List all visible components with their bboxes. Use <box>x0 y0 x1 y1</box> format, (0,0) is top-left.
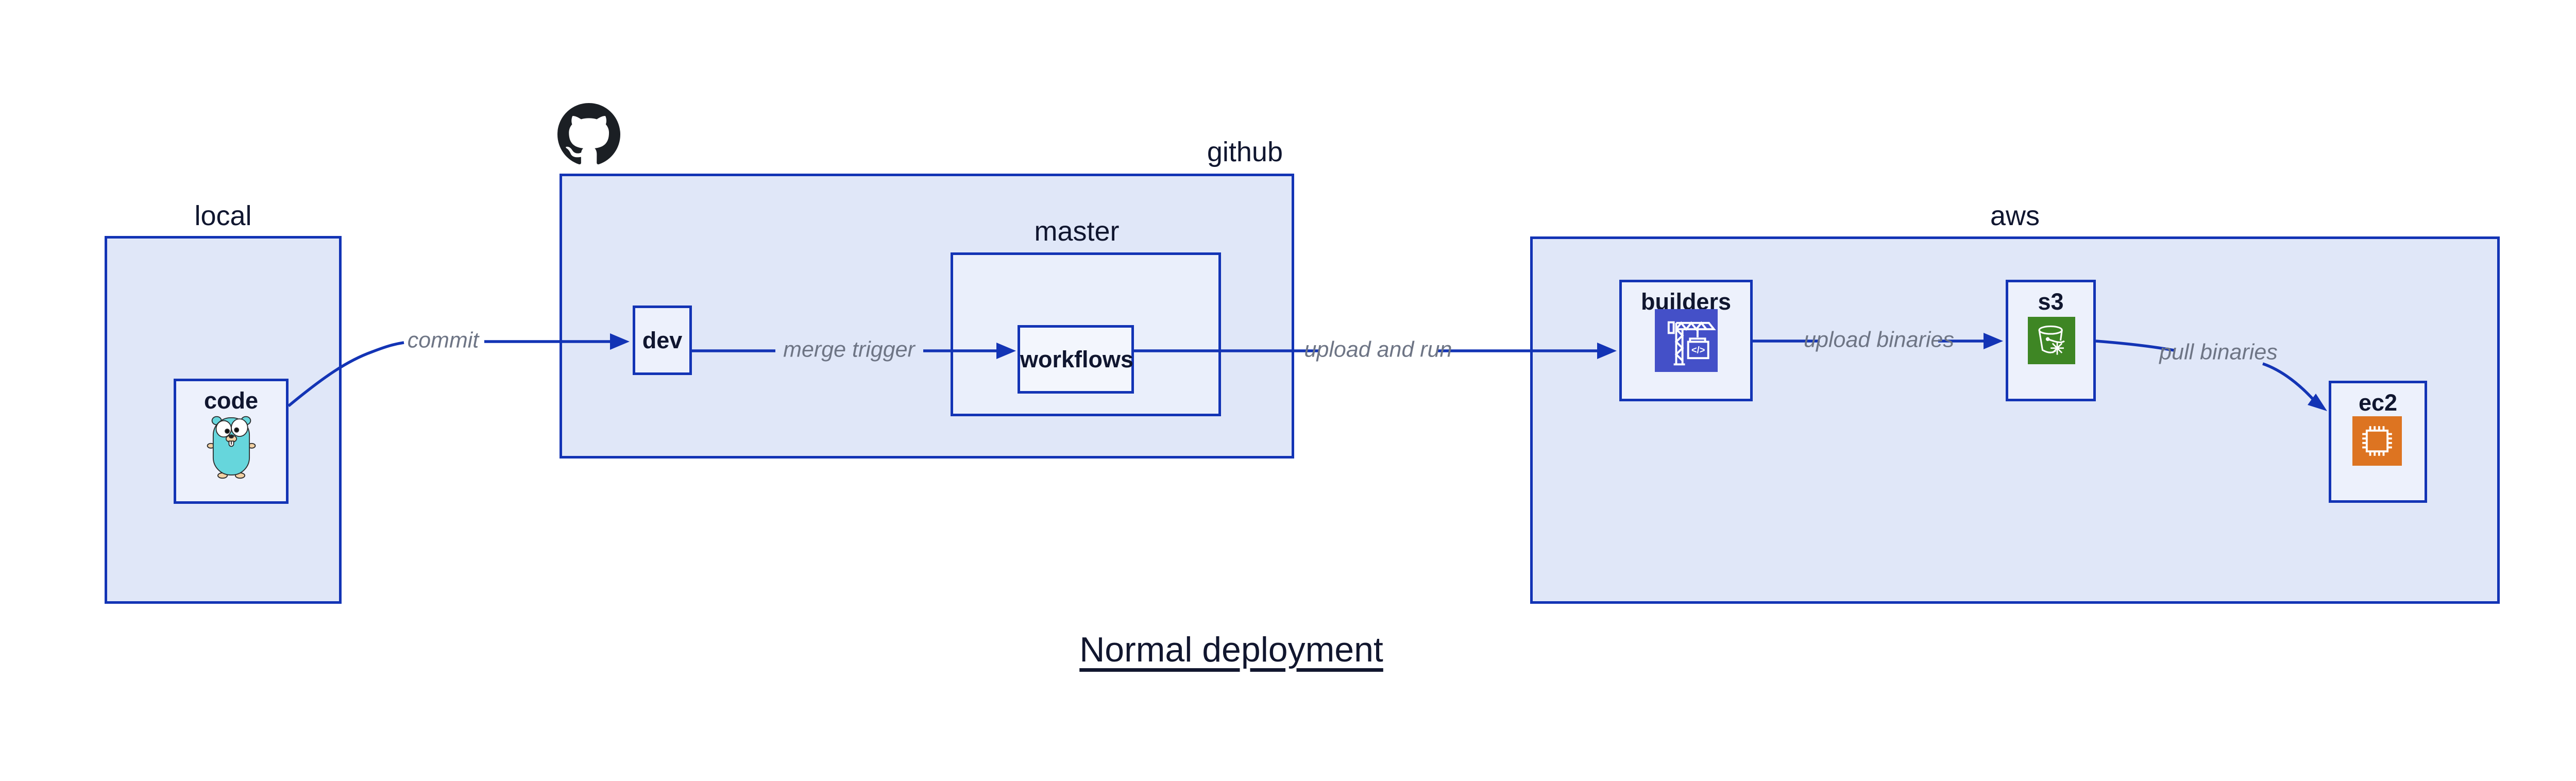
group-label-github: github <box>1207 137 1283 167</box>
node-label-workflows: workflows <box>1020 346 1134 372</box>
edge-label-merge-trigger: merge trigger <box>783 337 915 362</box>
node-label-dev: dev <box>642 327 683 353</box>
node-label-ec2: ec2 <box>2358 389 2398 416</box>
node-label-s3: s3 <box>2038 288 2064 315</box>
node-dev: dev <box>633 305 692 375</box>
ec2-chip-icon <box>2352 416 2402 466</box>
node-label-code: code <box>204 387 259 414</box>
svg-text:</>: </> <box>1691 344 1705 355</box>
group-label-local: local <box>194 200 252 231</box>
s3-glacier-bucket-icon <box>2028 317 2075 364</box>
edge-label-commit: commit <box>407 328 479 353</box>
github-octocat-icon <box>557 103 620 166</box>
edge-label-upload-and-run: upload and run <box>1304 337 1452 362</box>
group-label-aws: aws <box>1990 200 2040 231</box>
node-workflows: workflows <box>1018 325 1134 394</box>
group-label-master: master <box>1034 216 1120 247</box>
edge-label-upload-binaries: upload binaries <box>1804 327 1954 352</box>
go-gopher-icon <box>202 410 261 480</box>
codebuild-crane-icon: </> <box>1655 309 1718 372</box>
edge-label-pull-binaries: pull binaries <box>2159 339 2278 365</box>
diagram-title: Normal deployment <box>1079 630 1383 669</box>
